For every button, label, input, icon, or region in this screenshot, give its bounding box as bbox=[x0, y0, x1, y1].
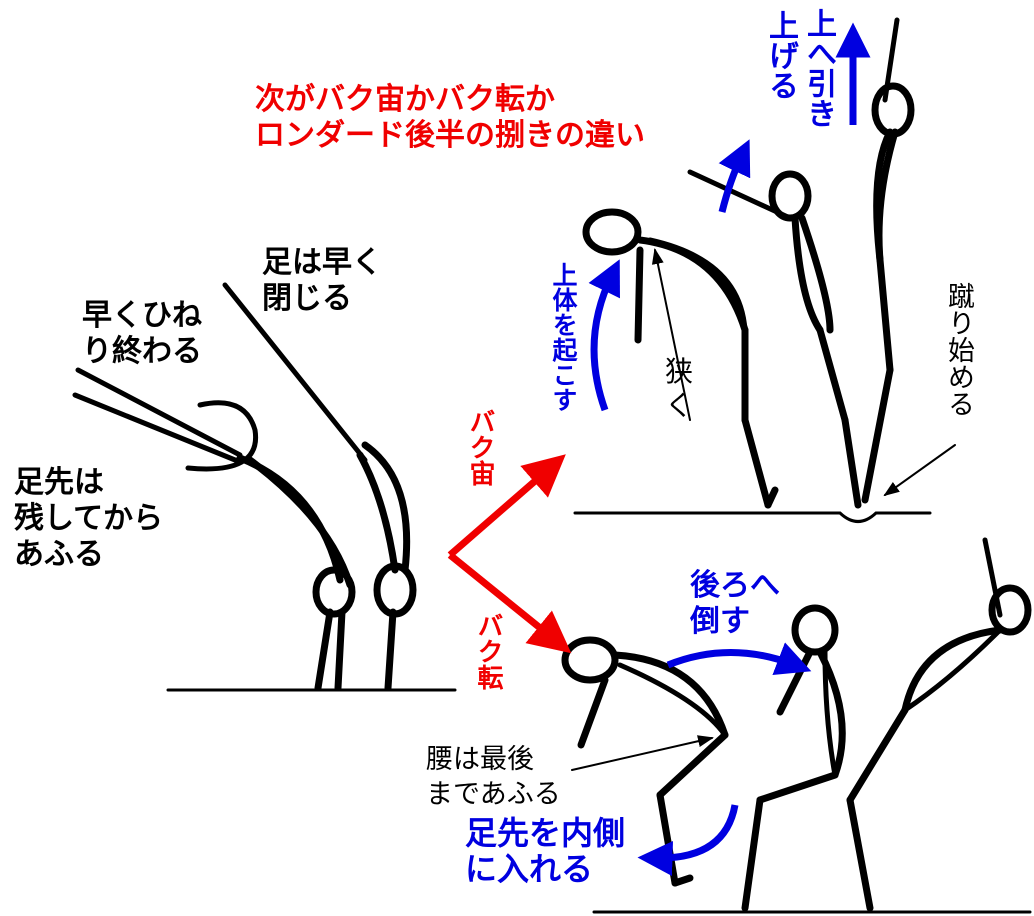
label-back-handspring: バク転 bbox=[473, 612, 503, 690]
pointer-kick bbox=[883, 444, 956, 497]
label-start-kick: 蹴り始める bbox=[943, 282, 974, 417]
tuck-figure-1 bbox=[582, 208, 779, 509]
label-back-tuck: バク宙 bbox=[465, 408, 495, 486]
label-twist-finish: 早くひね り終わる bbox=[82, 298, 202, 369]
label-pull-up-2: 上げる bbox=[763, 10, 798, 100]
label-toes-stay: 足先は 残してから あふる bbox=[14, 465, 164, 572]
title-line-2: ロンダード後半の捌きの違い bbox=[255, 118, 645, 153]
title-line-1: 次がバク宙かバク転か bbox=[255, 82, 555, 117]
tuck-figure-2 bbox=[687, 169, 862, 509]
label-hip-last: 腰は最後 まであふる bbox=[426, 744, 561, 810]
label-toes-inside: 足先を内側 に入れる bbox=[465, 814, 626, 888]
motion-arrows bbox=[588, 22, 871, 876]
label-fall-back: 後ろへ 倒す bbox=[690, 568, 780, 639]
left-figure-2 bbox=[222, 282, 417, 692]
pointer-narrow bbox=[651, 248, 691, 421]
ground-line-tuck bbox=[573, 511, 932, 523]
label-feet-close: 足は早く 閉じる bbox=[262, 245, 382, 316]
label-pull-up-1: 上へ引き bbox=[801, 8, 836, 128]
left-figure-1 bbox=[72, 367, 356, 692]
handspring-figure-1 bbox=[561, 636, 729, 887]
label-raise-upper-body: 上体を起こす bbox=[549, 262, 578, 412]
pointer-hip bbox=[571, 735, 714, 771]
handspring-figure-3 bbox=[846, 537, 1032, 912]
branch-arrows bbox=[447, 454, 572, 654]
tuck-figure-3 bbox=[861, 17, 915, 504]
label-narrow: 狭く bbox=[665, 355, 694, 422]
handspring-figure-2 bbox=[741, 604, 846, 912]
